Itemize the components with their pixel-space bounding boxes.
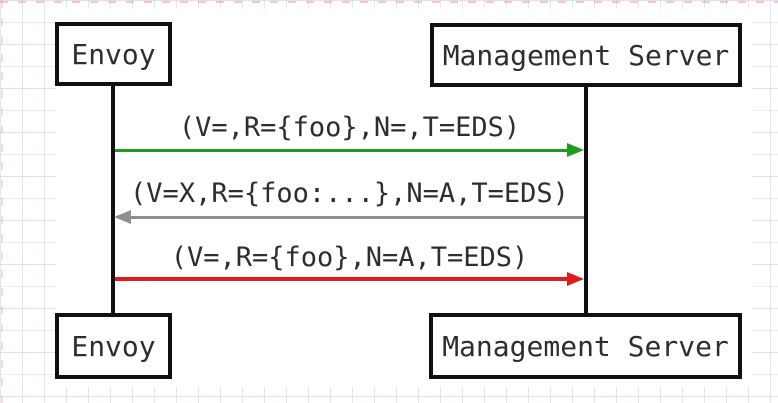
- message-2-label: (V=X,R={foo:...},N=A,T=EDS): [130, 178, 569, 209]
- actor-label-envoy-top: Envoy: [71, 37, 156, 71]
- actor-label-management-server-top: Management Server: [442, 38, 730, 72]
- actor-box-envoy-bottom: Envoy: [55, 313, 172, 379]
- actor-box-management-server-top: Management Server: [430, 23, 742, 87]
- message-1-arrow-line: [115, 149, 568, 152]
- arrowhead-right-icon: [567, 272, 584, 286]
- grid-edge-left: [1, 0, 3, 403]
- message-3-label: (V=,R={foo},N=A,T=EDS): [170, 242, 529, 273]
- envoy-lifeline: [111, 85, 115, 314]
- message-2-arrow-line: [131, 216, 584, 219]
- arrowhead-right-icon: [567, 143, 584, 157]
- message-3-arrow-line: [115, 277, 568, 281]
- actor-label-envoy-bottom: Envoy: [71, 329, 156, 363]
- actor-box-envoy-top: Envoy: [55, 22, 172, 86]
- actor-box-management-server-bottom: Management Server: [429, 313, 742, 379]
- actor-label-management-server-bottom: Management Server: [442, 329, 729, 363]
- message-1-label: (V=,R={foo},N=,T=EDS): [178, 112, 521, 143]
- management-server-lifeline: [584, 86, 588, 314]
- grid-edge-top: [0, 1, 778, 3]
- arrowhead-left-icon: [114, 210, 131, 224]
